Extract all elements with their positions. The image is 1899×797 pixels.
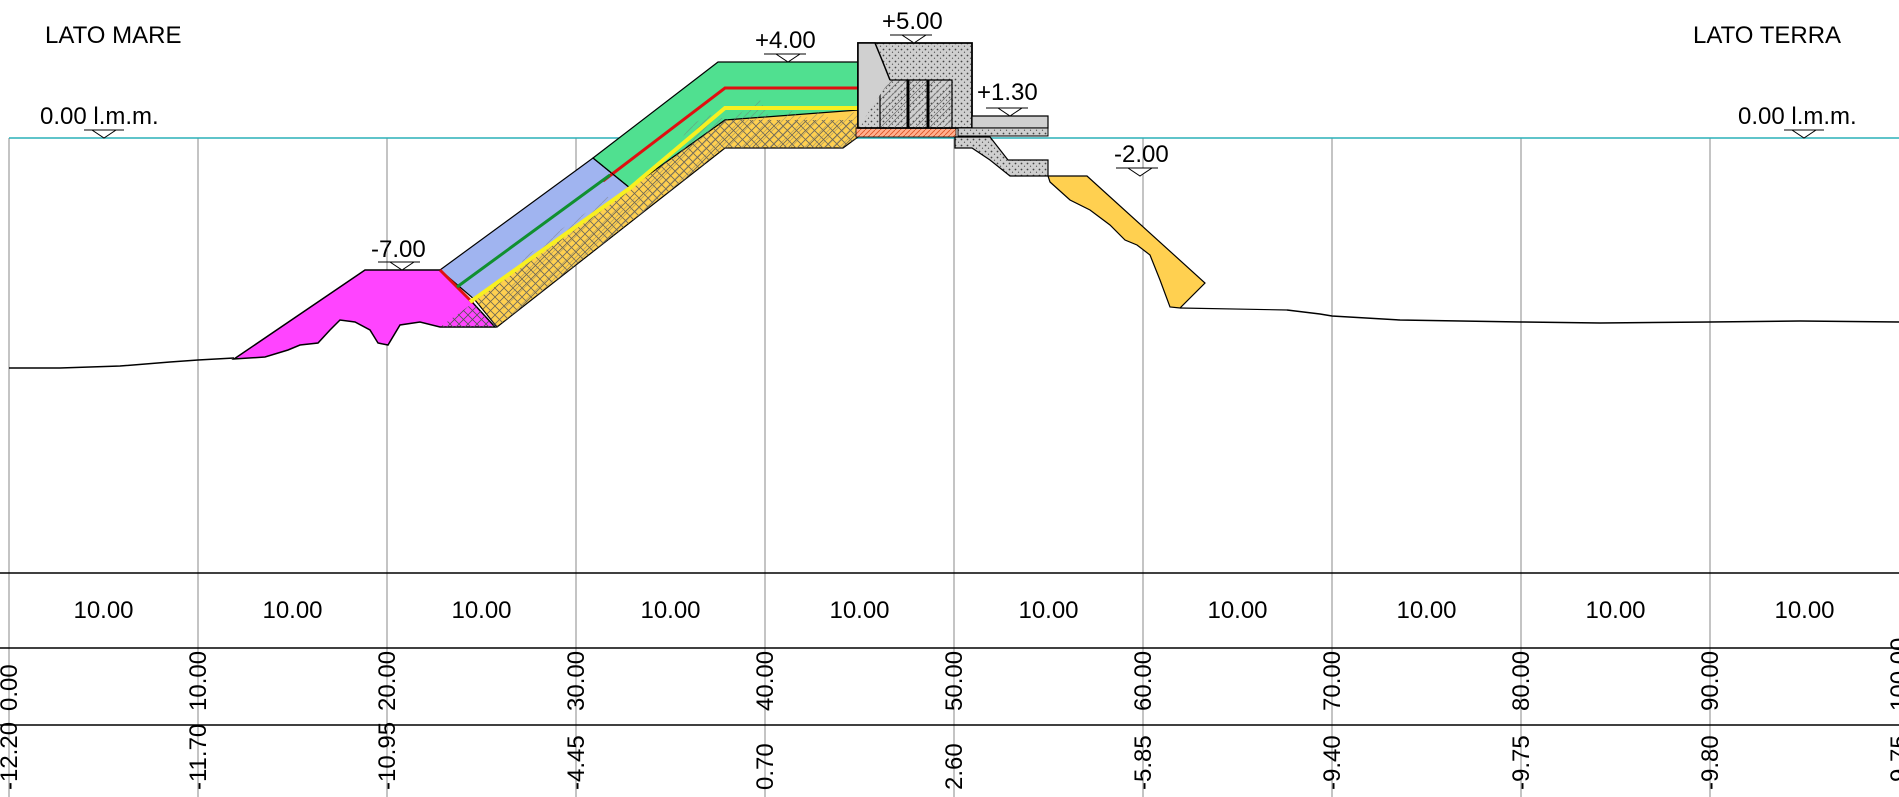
- partial-distance-cell: 10.00: [1018, 597, 1078, 624]
- rear-fill-yellow: [1047, 175, 1206, 309]
- rear-platform: [971, 115, 1049, 129]
- partial-distance-cell: 10.00: [1585, 597, 1645, 624]
- partial-distance-row: 10.00 10.00 10.00 10.00 10.00 10.00 10.00 10.00…: [73, 597, 1834, 624]
- progressive-distance-cell: 100.00: [1886, 638, 1899, 711]
- line-yellow: [468, 106, 858, 304]
- partial-distance-cell: 10.00: [73, 597, 133, 624]
- elevation-label-minus-2: -2.00: [1114, 141, 1169, 168]
- partial-distance-cell: 10.00: [829, 597, 889, 624]
- progressive-distance-cell: 60.00: [1130, 651, 1157, 711]
- seabed-profile: [9, 309, 1899, 369]
- ground-level-cell: -10.95: [374, 722, 401, 790]
- progressive-distance-cell: 80.00: [1508, 651, 1535, 711]
- line-green: [456, 173, 611, 289]
- progressive-distance-cell: 20.00: [374, 651, 401, 711]
- progressive-distance-cell: 30.00: [563, 651, 590, 711]
- progressive-distance-row: 0.00 10.00 20.00 30.00 40.00 50.00 60.00 70.00 8…: [0, 638, 1899, 711]
- ground-level-cell: -9.75: [1508, 735, 1535, 790]
- ground-level-cell: -4.45: [563, 735, 590, 790]
- existing-profile-fill: [497, 100, 858, 327]
- line-red: [438, 86, 858, 305]
- sea-side-label: LATO MARE: [45, 22, 181, 49]
- datum-left-label: 0.00 l.m.m.: [40, 103, 159, 130]
- ground-level-cell: 2.60: [941, 743, 968, 790]
- datum-left-marker: [90, 129, 118, 139]
- ground-level-cell: -12.20: [0, 722, 23, 790]
- ground-level-cell: -9.80: [1697, 735, 1724, 790]
- elevation-label-plus-1-30: +1.30: [977, 79, 1038, 106]
- ground-level-cell: -11.70: [185, 724, 212, 790]
- ground-level-cell: -9.40: [1319, 735, 1346, 790]
- progressive-distance-cell: 70.00: [1319, 651, 1346, 711]
- partial-distance-cell: 10.00: [451, 597, 511, 624]
- core-hatch-lower: [440, 303, 495, 327]
- ground-level-cell: -5.85: [1130, 735, 1157, 790]
- elevation-label-plus-5: +5.00: [882, 8, 943, 35]
- bedding-orange: [855, 127, 957, 138]
- partial-distance-cell: 10.00: [1396, 597, 1456, 624]
- progressive-distance-cell: 40.00: [752, 651, 779, 711]
- datum-right-marker: [1790, 129, 1818, 139]
- partial-distance-cell: 10.00: [640, 597, 700, 624]
- elevation-markers: [378, 34, 1158, 271]
- elevation-label-minus-7: -7.00: [371, 236, 426, 263]
- progressive-distance-cell: 10.00: [185, 651, 212, 711]
- rear-toe-block: [954, 136, 1049, 177]
- progressive-distance-cell: 0.00: [0, 664, 23, 711]
- partial-distance-cell: 10.00: [1207, 597, 1267, 624]
- ground-level-cell: 0.70: [752, 743, 779, 790]
- crown-wall-inner: [879, 79, 953, 129]
- partial-distance-cell: 10.00: [262, 597, 322, 624]
- land-side-label: LATO TERRA: [1693, 22, 1841, 49]
- distance-table: [0, 572, 1899, 726]
- grid-lines: [8, 138, 1711, 797]
- progressive-distance-cell: 50.00: [941, 651, 968, 711]
- ground-level-row: -12.20 -11.70 -10.95 -4.45 0.70 2.60 -5.85 -9.4…: [0, 722, 1899, 790]
- datum-right-label: 0.00 l.m.m.: [1738, 103, 1857, 130]
- ground-level-cell: -9.75: [1886, 735, 1899, 790]
- partial-distance-cell: 10.00: [1774, 597, 1834, 624]
- progressive-distance-cell: 90.00: [1697, 651, 1724, 711]
- elevation-label-plus-4: +4.00: [755, 27, 816, 54]
